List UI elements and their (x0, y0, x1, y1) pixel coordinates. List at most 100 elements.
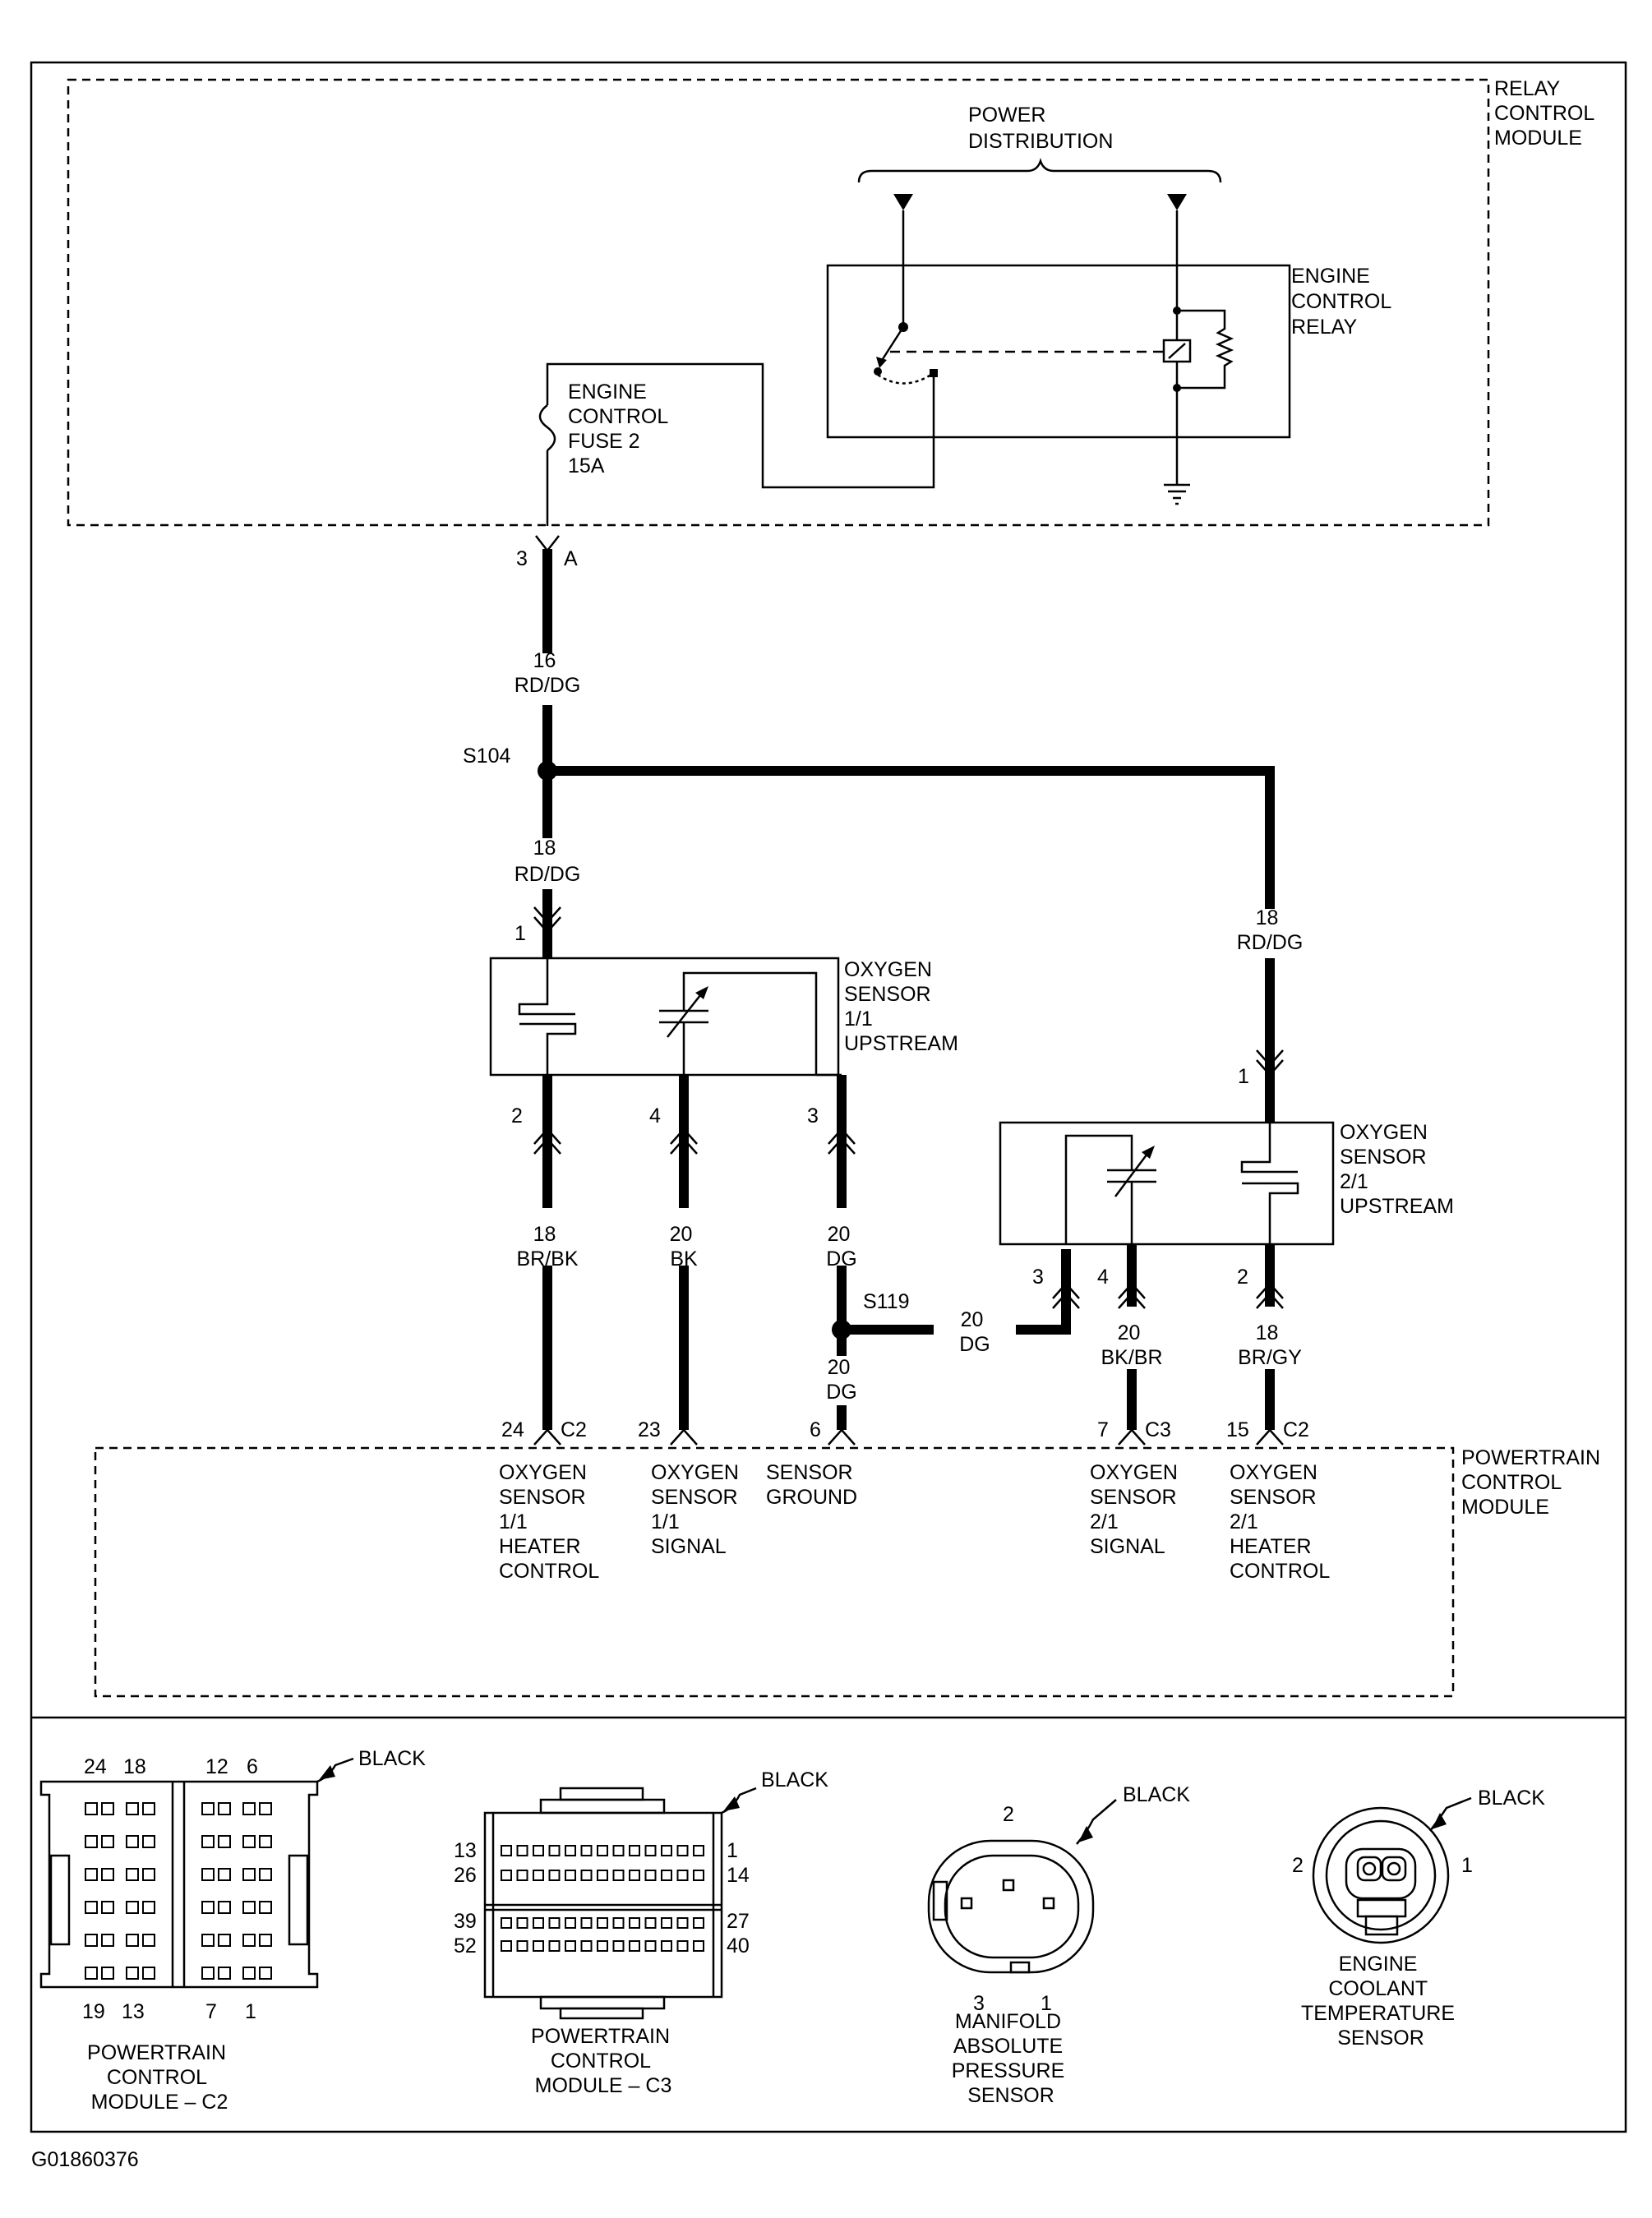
pcm-c3-color: BLACK (761, 1768, 828, 1791)
pcm-c3-cavity (501, 1870, 512, 1881)
pcm-c3-bottom-key-2 (559, 2007, 644, 2020)
pcm-c3-pin-39: 39 (454, 1910, 477, 1933)
relay-resistor-icon (1177, 309, 1234, 390)
relay-switch-arrow-icon (876, 357, 887, 368)
ect-leader-arrow-icon (1432, 1813, 1447, 1829)
o2-11-pin-feed: 1 (515, 922, 526, 945)
pcm-c2-cavity (85, 1802, 98, 1815)
o2-11-pin-signal: 4 (649, 1104, 661, 1127)
wire-s119-to-pcm-label: 20 DG (826, 1356, 857, 1404)
o2-11-sensing-element-icon (682, 971, 818, 1075)
pcm-c2-cavity (126, 1901, 139, 1914)
relay-contact-left (874, 367, 882, 376)
ect-body (1345, 1847, 1417, 1900)
pcm-c3-pin-13: 13 (454, 1839, 477, 1862)
pcm-c3-cavity (676, 1845, 689, 1856)
wire-s119-to-o2-21-label: 20 DG (959, 1308, 990, 1356)
pcm-c3-top-key (539, 1798, 666, 1815)
map-key (1009, 1961, 1031, 1974)
pcm-c3-cavity (580, 1845, 593, 1856)
pcm-c2-cavity (142, 1967, 155, 1980)
connector-o2-21-signal-icon (1118, 1282, 1146, 1309)
pcm-c3-cavity (676, 1870, 689, 1881)
pcm-c3-cavity (548, 1917, 561, 1929)
pcm-function-o2-21-signal: OXYGEN SENSOR 2/1 SIGNAL (1090, 1461, 1184, 1558)
pcm-c3-cavity (676, 1917, 689, 1929)
pcm-c3-cavity (693, 1917, 704, 1929)
pcm-c3-cavity (644, 1917, 657, 1929)
pcm-c2-cavity (126, 1967, 139, 1980)
pcm-c2-cavity (201, 1868, 215, 1881)
ect-title: ENGINE COOLANT TEMPERATURE SENSOR (1301, 1953, 1460, 2050)
pcm-c2-cavity (218, 1868, 231, 1881)
pcm-c3-cavity (612, 1917, 625, 1929)
pcm-c2-cavity (142, 1934, 155, 1947)
pcm-c2-cavity (85, 1901, 98, 1914)
pcm-c2-cavity (242, 1835, 256, 1848)
ect-pin-block-right (1381, 1856, 1407, 1882)
map-latch (932, 1880, 948, 1921)
map-pin-1: 1 (1041, 1992, 1052, 2015)
pcm-c3-pin-27: 27 (727, 1910, 750, 1933)
power-arrow-left-icon (893, 194, 913, 210)
relay-switch-blade (879, 326, 905, 362)
pcm-c3-cavity (580, 1917, 593, 1929)
wire-feed-o2-11-label: 18 RD/DG (515, 837, 581, 886)
pcm-c2-cavity (85, 1868, 98, 1881)
power-distribution-label: POWER DISTRIBUTION (968, 104, 1113, 153)
pcm-function-sensor-ground: SENSOR GROUND (766, 1461, 859, 1509)
pcm-c2-cavity (218, 1934, 231, 1947)
o2-11-pin-heater: 2 (511, 1104, 523, 1127)
wire-o2-11-heater-label: 18 BR/BK (516, 1223, 578, 1270)
engine-control-relay-box (826, 264, 1291, 439)
connector-top-icon (535, 535, 560, 553)
pcm-c2-cavity (126, 1934, 139, 1947)
pcm-c3-cavity (629, 1870, 640, 1881)
pcm-c2-cavity (242, 1802, 256, 1815)
pcm-c2-pin-6: 6 (247, 1755, 258, 1778)
o2-21-pin-feed: 1 (1238, 1065, 1249, 1088)
pcm-c3-cavity (612, 1845, 625, 1856)
power-arrow-right-icon (1167, 194, 1187, 210)
connector-o2-11-ground-icon (828, 1127, 856, 1155)
map-cavity-3 (960, 1897, 973, 1910)
pcm-function-o2-21-heater: OXYGEN SENSOR 2/1 HEATER CONTROL (1230, 1461, 1330, 1583)
o2-21-sensing-element-icon (1064, 1134, 1133, 1244)
pcm-c2-housing (39, 1780, 319, 1989)
pcm-conn-15: C2 (1283, 1418, 1309, 1441)
pcm-c2-cavity (126, 1868, 139, 1881)
connector-o2-21-feed-icon (1256, 1049, 1284, 1077)
powertrain-control-module-label: POWERTRAIN CONTROL MODULE (1461, 1446, 1606, 1519)
pcm-c3-cavity (644, 1845, 657, 1856)
pcm-pin-6: 6 (810, 1418, 821, 1441)
relay-switch-arc (877, 371, 934, 385)
pcm-connector-6-icon (828, 1428, 856, 1446)
pcm-c3-cavity (661, 1917, 672, 1929)
pcm-c2-cavities (85, 1802, 272, 1980)
pcm-c2-cavity (201, 1835, 215, 1848)
ect-key-tab (1364, 1915, 1399, 1936)
pcm-c3-cavity (565, 1845, 576, 1856)
pcm-c3-top-key-2 (559, 1787, 644, 1801)
pcm-c3-cavity (644, 1940, 657, 1952)
pcm-c2-cavity (101, 1967, 114, 1980)
power-distribution-bracket (857, 158, 1222, 183)
wire-s119-to-o2-21-right (1016, 1249, 1071, 1335)
pcm-c3-pin-1: 1 (727, 1839, 738, 1862)
fuse-icon (538, 404, 556, 451)
pcm-c2-cavity (201, 1802, 215, 1815)
pcm-c2-cavity (142, 1868, 155, 1881)
pcm-c3-cavity (661, 1940, 672, 1952)
pcm-c2-cavity (259, 1835, 272, 1848)
o2-21-pin-signal: 4 (1097, 1266, 1109, 1289)
pcm-c3-cavity (533, 1870, 544, 1881)
ect-pin-block-left (1356, 1856, 1382, 1882)
pcm-pin-7: 7 (1097, 1418, 1109, 1441)
pcm-pin-24: 24 (501, 1418, 524, 1441)
pcm-connector-7-icon (1118, 1428, 1146, 1446)
pcm-c3-cavity (516, 1845, 528, 1856)
pcm-c3-cavity (612, 1940, 625, 1952)
pcm-c3-cavity (516, 1940, 528, 1952)
relay-coil-slash (1168, 343, 1186, 359)
map-cavity-1 (1042, 1897, 1055, 1910)
